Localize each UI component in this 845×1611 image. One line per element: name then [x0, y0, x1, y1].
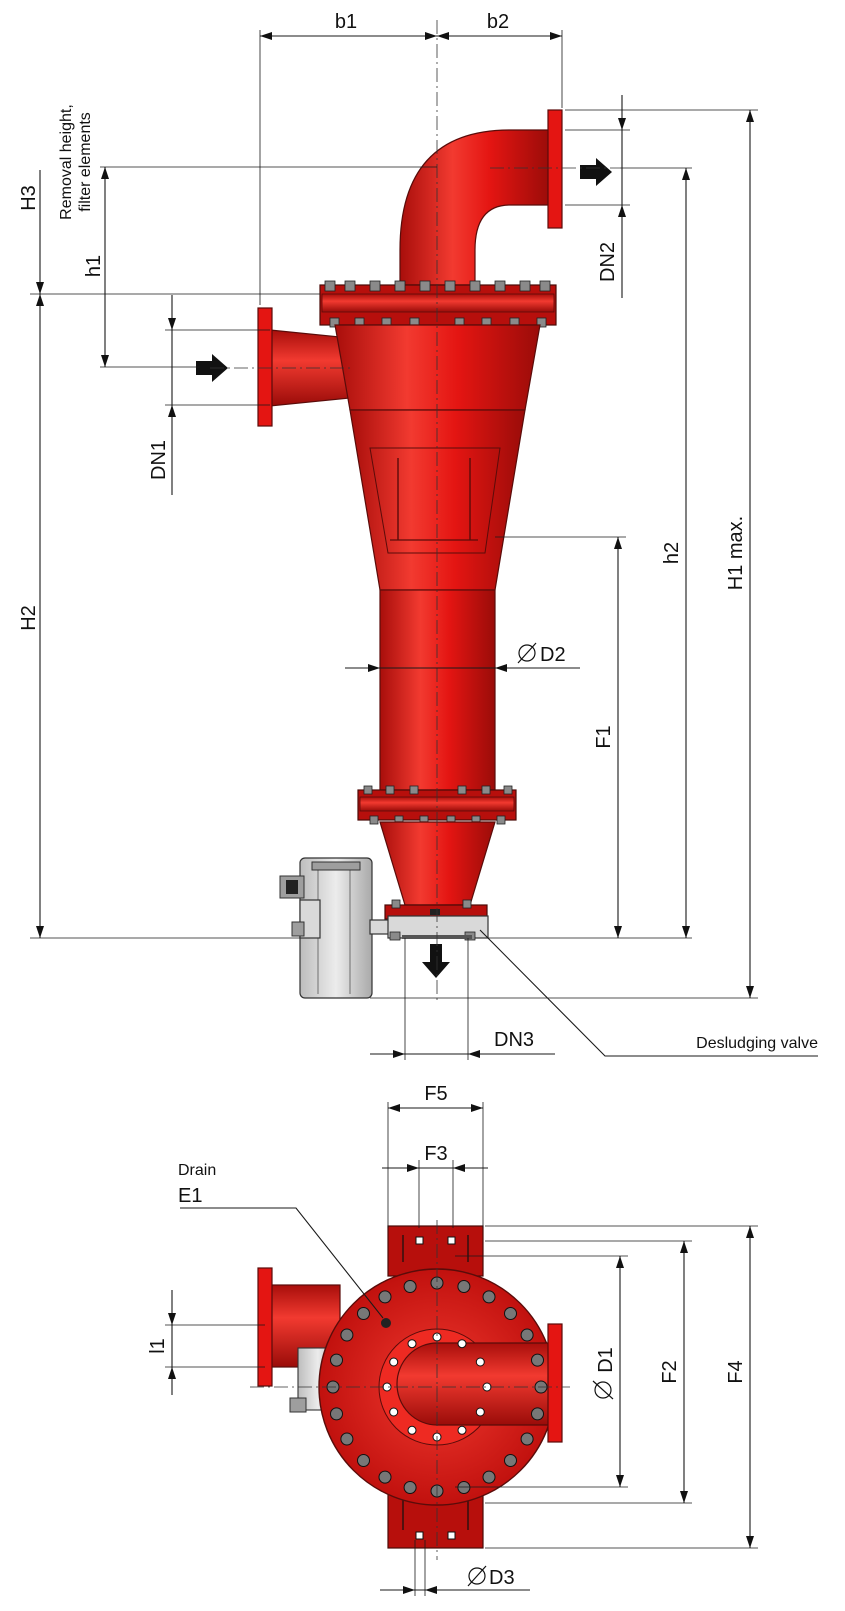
inner-bolt — [457, 1425, 467, 1435]
flange-bolt — [504, 1454, 517, 1467]
flange-bolt — [340, 1328, 354, 1342]
body-top — [334, 324, 541, 411]
outlet-elbow — [399, 109, 563, 286]
inner-bolt — [407, 1339, 417, 1349]
top-dimensions — [165, 1102, 758, 1596]
outlet-flow-arrow — [580, 158, 612, 186]
inner-bolt — [457, 1339, 467, 1349]
sludge-flow-arrow — [422, 944, 450, 978]
top-bracket — [387, 1225, 484, 1277]
top-bolts — [326, 1276, 548, 1498]
label-DN1: DN1 — [148, 440, 170, 480]
label-F4: F4 — [725, 1360, 747, 1383]
flange-bolt — [457, 1280, 471, 1293]
upper-flange-bolts — [324, 280, 551, 328]
label-H1-max: H1 max. — [725, 516, 747, 590]
flange-bolt — [330, 1407, 343, 1421]
top-outlet-pipe — [396, 1342, 551, 1426]
flange-bolt — [482, 1290, 496, 1304]
label-D1: D1 — [595, 1347, 617, 1373]
label-F1: F1 — [593, 725, 615, 748]
inner-bolt — [389, 1357, 399, 1367]
label-D2: D2 — [540, 644, 566, 666]
label-h1: h1 — [83, 255, 105, 277]
body-lower-cylinder — [379, 589, 496, 791]
flange-bolt — [357, 1454, 370, 1467]
inner-bolt — [475, 1357, 485, 1367]
label-l1: l1 — [147, 1338, 169, 1354]
inner-bolt — [475, 1407, 485, 1417]
labels: b1 b2 H3 Removal height, filter elements… — [18, 11, 818, 1589]
label-H2: H2 — [18, 605, 40, 631]
top-view — [250, 1220, 570, 1560]
body-cone — [349, 409, 526, 591]
flange-bolt — [403, 1280, 417, 1293]
label-F3: F3 — [424, 1143, 447, 1165]
label-filter-elements: filter elements — [77, 112, 94, 212]
inlet-flange — [257, 307, 273, 427]
label-b2: b2 — [487, 11, 509, 33]
drain-hole — [381, 1318, 391, 1328]
flange-bolt — [330, 1353, 343, 1367]
bottom-cone — [379, 821, 496, 906]
desludging-valve — [279, 857, 489, 999]
inspection-panel — [369, 447, 501, 554]
label-F5: F5 — [424, 1083, 447, 1105]
flange-bolt — [357, 1307, 370, 1320]
flange-bolt — [520, 1432, 534, 1446]
label-h2: h2 — [661, 542, 683, 564]
label-H3: H3 — [18, 185, 40, 211]
label-E1: E1 — [178, 1185, 202, 1207]
flange-bolt — [403, 1481, 417, 1494]
label-removal-height: Removal height, — [58, 104, 75, 220]
flange-bolt — [457, 1481, 471, 1494]
label-DN3: DN3 — [494, 1029, 534, 1051]
label-F2: F2 — [659, 1360, 681, 1383]
upper-flange — [319, 280, 557, 328]
inner-bolt — [389, 1407, 399, 1417]
label-desludging-valve: Desludging valve — [696, 1035, 818, 1052]
top-inlet-flange — [257, 1267, 273, 1387]
flange-bolt — [531, 1407, 544, 1421]
side-view — [196, 20, 620, 1000]
inner-bolt — [407, 1425, 417, 1435]
label-b1: b1 — [335, 11, 357, 33]
flange-bolt — [340, 1432, 354, 1446]
top-outlet-flange — [547, 1323, 563, 1443]
flange-bolt — [520, 1328, 534, 1342]
outlet-flange — [547, 109, 563, 229]
label-drain: Drain — [178, 1162, 216, 1179]
flange-bolt — [531, 1353, 544, 1367]
label-DN2: DN2 — [597, 242, 619, 282]
flange-bolt — [378, 1470, 392, 1484]
side-dimensions — [30, 30, 818, 1060]
flange-bolt — [378, 1290, 392, 1304]
label-D3: D3 — [489, 1567, 515, 1589]
flange-bolt — [504, 1307, 517, 1320]
flange-bolt — [482, 1470, 496, 1484]
